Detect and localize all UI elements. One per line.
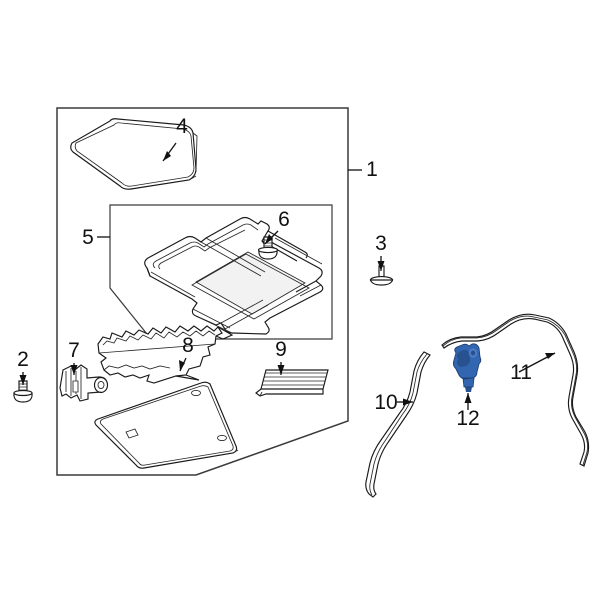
callout-4[interactable]: 4	[176, 115, 188, 138]
callout-11[interactable]: 11	[510, 361, 532, 384]
front-drain-tube	[365, 351, 431, 498]
callout-5[interactable]: 5	[82, 226, 94, 249]
push-pin-retainer	[369, 263, 394, 286]
deflector-mesh-seal	[255, 369, 329, 397]
outer-assembly-box	[56, 107, 349, 476]
sunroof-motor	[59, 364, 109, 402]
callout-6[interactable]: 6	[278, 208, 290, 231]
drain-tube-grommet	[452, 343, 482, 392]
rear-drain-tube	[441, 313, 590, 467]
sunshade-panel	[94, 381, 239, 469]
callout-7[interactable]: 7	[68, 339, 80, 362]
screw-fastener	[13, 380, 33, 403]
callout-numbers: 1 2 3 4 5 6 7 8 9 10 11 12	[17, 115, 532, 430]
callout-8[interactable]: 8	[182, 334, 194, 357]
sunroof-glass-panel	[70, 118, 198, 190]
callout-12[interactable]: 12	[456, 407, 479, 430]
callout-1[interactable]: 1	[366, 158, 378, 181]
callout-2[interactable]: 2	[17, 348, 29, 371]
callout-3[interactable]: 3	[375, 232, 387, 255]
callout-9[interactable]: 9	[275, 338, 287, 361]
callout-10[interactable]: 10	[374, 391, 397, 414]
sunroof-frame-assembly	[144, 216, 324, 335]
frame-sub-assembly-box	[109, 204, 333, 340]
callout-leaders	[19, 142, 556, 410]
wind-deflector	[97, 325, 234, 384]
